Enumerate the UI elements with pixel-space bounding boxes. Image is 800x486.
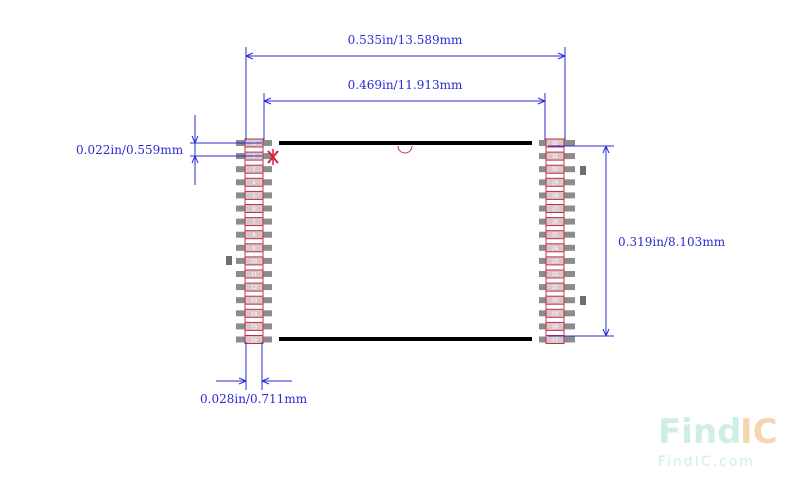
right-pin-number: 22 (552, 272, 558, 278)
pad-width-label: 0.028in/0.711mm (200, 392, 308, 406)
pin1-notch (397, 145, 413, 154)
right-pin-number: 32 (552, 141, 558, 147)
right-pin-number: 20 (552, 298, 558, 304)
body-width-label: 0.469in/11.913mm (348, 78, 463, 92)
right-pin-number: 31 (552, 154, 558, 160)
watermark-url: FindIC.com (658, 454, 755, 470)
right-pin-number: 30 (552, 167, 558, 173)
right-pin-number: 26 (552, 220, 558, 226)
left-pin-number: 10 (251, 259, 257, 265)
left-pin-number: 13 (251, 298, 257, 304)
overall-width-label: 0.535in/13.589mm (348, 33, 463, 47)
left-pin-number: 5 (252, 193, 255, 199)
left-pad-band (244, 138, 264, 344)
left-pin-number: 1 (252, 141, 255, 147)
left-pin-number: 12 (251, 285, 257, 291)
side-marker-left (226, 256, 232, 265)
left-pin-number: 16 (251, 338, 257, 344)
left-pin-number: 15 (251, 324, 257, 330)
row-spacing-label: 0.319in/8.103mm (618, 235, 726, 249)
watermark-logo-ic: IC (740, 412, 778, 452)
right-pin-number: 21 (552, 285, 558, 291)
left-pin-number: 9 (252, 246, 255, 252)
right-pin-number: 25 (552, 233, 558, 239)
pin1-marker-icon (267, 149, 279, 165)
right-pin-number: 28 (552, 193, 558, 199)
watermark-logo-find: Find (658, 412, 741, 452)
left-pin-number: 8 (252, 233, 255, 239)
side-marker-right-top (580, 166, 586, 175)
right-pin-number: 29 (552, 180, 558, 186)
left-pin-number: 3 (252, 167, 255, 173)
left-pin-number: 11 (251, 272, 257, 278)
right-pad-band (545, 138, 565, 344)
left-pin-number: 7 (252, 220, 255, 226)
package-body (262, 141, 547, 341)
right-pad-row: 32 31 30 29 28 27 26 25 24 23 22 21 20 19 18 17 (539, 138, 575, 344)
pin-pitch-label: 0.022in/0.559mm (76, 143, 184, 157)
right-pin-number: 23 (552, 259, 558, 265)
right-pin-number: 27 (552, 207, 558, 213)
right-pin-number: 17 (552, 338, 558, 344)
right-pin-number: 18 (552, 324, 558, 330)
right-pin-number: 19 (552, 311, 558, 317)
left-pin-number: 2 (252, 154, 255, 160)
left-pin-number: 14 (251, 311, 257, 317)
side-marker-right-bottom (580, 296, 586, 305)
findic-watermark: Find IC FindIC.com (658, 412, 778, 470)
left-pin-number: 6 (252, 207, 255, 213)
left-pin-number: 4 (252, 180, 255, 186)
right-pin-number: 24 (552, 246, 558, 252)
